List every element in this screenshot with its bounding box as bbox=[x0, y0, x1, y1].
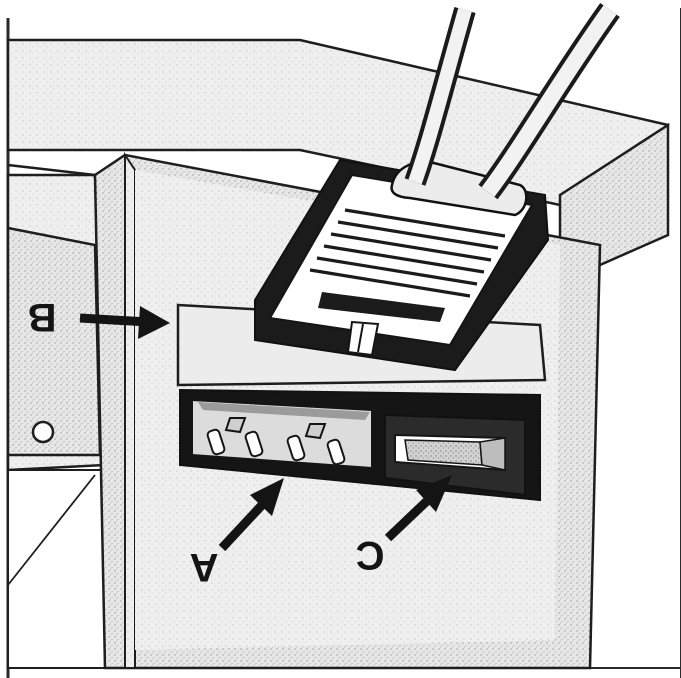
screw-icon bbox=[31, 420, 55, 444]
arrow-c-icon bbox=[416, 475, 452, 512]
pin-2 bbox=[244, 430, 264, 458]
socket-and-switch-housing bbox=[179, 388, 541, 502]
callout-b-label: B bbox=[28, 295, 57, 339]
power-connector-plug bbox=[254, 158, 550, 372]
arrow-a-icon bbox=[250, 478, 284, 516]
callout-c-label: C bbox=[356, 533, 385, 577]
connector-pins bbox=[206, 428, 346, 466]
arrow-b-icon bbox=[138, 306, 170, 339]
power-switch bbox=[384, 413, 526, 497]
callout-a-label: A bbox=[190, 545, 219, 589]
pin-socket-block bbox=[191, 398, 373, 470]
left-side-panel bbox=[6, 173, 107, 669]
pin-1 bbox=[206, 428, 226, 456]
callout-c: C bbox=[356, 475, 452, 577]
pin-3 bbox=[286, 434, 306, 462]
pin-4 bbox=[326, 438, 346, 466]
callout-a: A bbox=[190, 478, 284, 589]
connector-grip-ridges bbox=[309, 208, 506, 298]
power-cable bbox=[390, 3, 620, 217]
callout-b: B bbox=[28, 295, 170, 339]
